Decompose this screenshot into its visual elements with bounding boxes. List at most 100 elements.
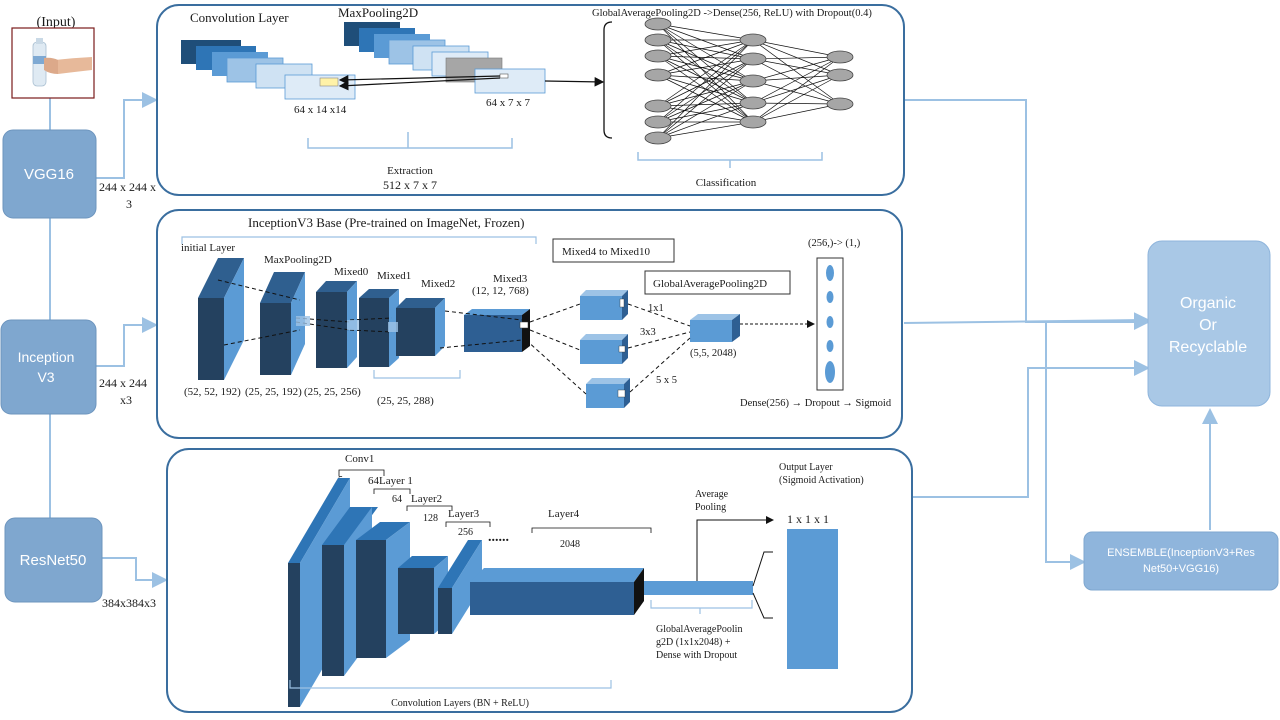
resnet-block-5 — [438, 540, 482, 634]
output-box: Organic Or Recyclable — [1147, 240, 1271, 407]
dense-neuron — [826, 68, 854, 82]
dense-seq-label: Dense(256) → Dropout → Sigmoid — [740, 398, 892, 409]
inception-input-shape-2: x3 — [120, 393, 132, 407]
inception-kernel-a — [296, 316, 310, 326]
resnet-input-shape: 384x384x3 — [102, 596, 156, 610]
inception-mixed1-label: Mixed1 — [377, 270, 411, 282]
resnet-label: ResNet50 — [20, 552, 87, 569]
inception-mixed3-label: Mixed3 — [493, 273, 528, 285]
dense-neuron — [644, 115, 672, 129]
resnet-ellipsis: ...... — [488, 530, 509, 545]
kernel-1x1-label: 1x1 — [648, 303, 664, 314]
kernel-3x3-label: 3x3 — [640, 327, 656, 338]
inception-dim-b: (25, 25, 192) — [245, 386, 302, 398]
dense-connection — [752, 80, 841, 105]
dense-connection — [657, 55, 754, 104]
vgg-conv-title: Convolution Layer — [190, 10, 289, 25]
dense-connection — [657, 102, 754, 139]
vgg16-input-shape-2: 3 — [126, 197, 132, 211]
dense-connection — [657, 39, 754, 139]
inception-mixed2-label: Mixed2 — [421, 278, 455, 290]
layer4-label: Layer4 — [548, 508, 580, 520]
inception-dim-a: (52, 52, 192) — [184, 386, 241, 398]
connectors — [49, 92, 1218, 588]
vgg-pool-title: MaxPooling2D — [338, 5, 418, 20]
extraction-brace — [307, 132, 513, 149]
ensemble-label-1: ENSEMBLE(InceptionV3+Res — [1107, 547, 1255, 559]
extraction-dim: 512 x 7 x 7 — [383, 178, 437, 192]
dense-connection — [752, 56, 841, 82]
dense-neuron — [644, 17, 672, 31]
dense-connection — [657, 80, 754, 139]
dense-connection — [657, 102, 754, 107]
dense-neuron — [644, 49, 672, 63]
resnet-gap-bar — [644, 581, 753, 595]
extraction-label: Extraction — [387, 165, 433, 177]
layer2-label: Layer2 — [411, 493, 442, 505]
dense-connection — [752, 39, 841, 58]
dense-neuron — [644, 33, 672, 47]
dense-neuron — [644, 68, 672, 82]
dense-connection — [657, 74, 754, 82]
vgg-panel — [156, 4, 905, 196]
inception-kernel-b — [347, 320, 359, 330]
inception-kernel-c — [388, 322, 398, 332]
input-image — [11, 27, 95, 99]
dense-connection — [752, 39, 841, 105]
layer4-count: 2048 — [560, 539, 580, 550]
dense-connection — [657, 80, 754, 107]
dense-connection — [752, 58, 841, 76]
inception-branch-5x5 — [586, 378, 630, 408]
conv-layers-label: Convolution Layers (BN + ReLU) — [391, 698, 529, 709]
vgg-flow-lines — [338, 74, 605, 91]
dense-neuron — [739, 33, 767, 47]
dense-neuron — [826, 50, 854, 64]
conv-layers-brace — [289, 680, 612, 689]
dense-neuron — [739, 74, 767, 88]
layer2-count: 128 — [423, 513, 438, 524]
inception-title: InceptionV3 Base (Pre-trained on ImageNe… — [248, 215, 525, 230]
dense-connection — [752, 74, 841, 104]
dense-connection — [657, 39, 754, 104]
dense-neurons — [825, 265, 835, 383]
vgg-pool-stack — [344, 22, 546, 94]
dense-connection — [752, 56, 841, 123]
dense-neuron — [739, 52, 767, 66]
inception-dim-c: (25, 25, 256) — [304, 386, 361, 398]
vgg16-label: VGG16 — [24, 166, 74, 183]
dense-connection — [752, 74, 841, 82]
mixed4-10-label: Mixed4 to Mixed10 — [562, 246, 650, 258]
resnet-panel — [166, 448, 913, 713]
ensemble-label-2: Net50+VGG16) — [1143, 563, 1219, 575]
inception-kernel-d — [519, 321, 529, 329]
dense-connection — [657, 23, 754, 41]
resnet-gap-label-1: GlobalAveragePoolin — [656, 624, 742, 635]
conv1-label: Conv1 — [345, 453, 374, 465]
mixed4-10-box — [552, 238, 675, 263]
dense-connection — [657, 23, 754, 60]
resnet-output-layer — [787, 529, 838, 669]
inception-label-1: Inception — [18, 349, 75, 365]
classification-label: Classification — [696, 177, 757, 189]
layer1-count: 64 — [392, 494, 402, 505]
output-layer-label-2: (Sigmoid Activation) — [779, 475, 864, 486]
inception-input-shape: 244 x 244 — [99, 376, 147, 390]
inception-branch-links — [525, 303, 691, 395]
resnet-gap-label-2: g2D (1x1x2048) + — [656, 637, 731, 648]
inception-panel — [156, 209, 903, 439]
resnet-top-labels: Conv1 5 64Layer 1 64 Layer2 128 Layer3 2… — [338, 453, 652, 550]
inception-maxpool-label: MaxPooling2D — [264, 254, 332, 266]
inception-gap-block — [690, 314, 740, 342]
dense-connection — [657, 23, 754, 82]
dense-connection — [657, 39, 754, 123]
input-label: (Input) — [37, 15, 76, 30]
dense-connection — [657, 121, 754, 139]
vgg16-input-shape: 244 x 244 x — [99, 180, 156, 194]
output-label-2: Or — [1199, 317, 1217, 334]
output-layer-label-1: Output Layer — [779, 462, 833, 473]
vgg-dense-network — [644, 17, 854, 145]
gap-label: GlobalAveragePooling2D — [653, 278, 767, 290]
dense-connection — [752, 74, 841, 123]
dense-neuron — [739, 96, 767, 110]
